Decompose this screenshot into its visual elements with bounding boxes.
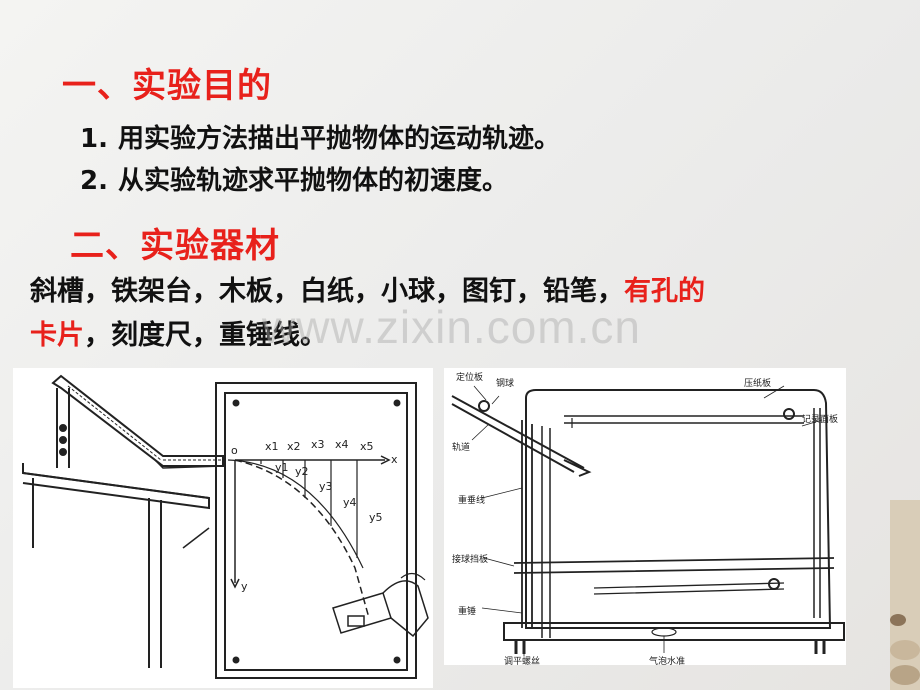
track-label: 轨道: [452, 443, 471, 453]
positioning-plate-label: 定位板: [456, 373, 484, 383]
section2-title: 二、实验器材: [70, 226, 280, 266]
objective-item-2: 2. 从实验轨迹求平抛物体的初速度。: [80, 160, 508, 197]
x4-label: x4: [335, 438, 349, 451]
materials-text: 斜槽，铁架台，木板，白纸，小球，图钉，铅笔，: [30, 276, 624, 307]
apparatus-drawing: [451, 385, 845, 656]
y3-label: y3: [319, 480, 333, 493]
x2-label: x2: [287, 440, 301, 453]
x3-label: x3: [311, 438, 325, 451]
objective-item-2-number: 2.: [80, 166, 108, 196]
leveling-screw-label: 调平螺丝: [504, 657, 541, 667]
objective-item-1: 1. 用实验方法描出平抛物体的运动轨迹。: [80, 118, 560, 155]
press-plate-label: 压纸板: [744, 379, 772, 389]
y4-label: y4: [343, 496, 357, 509]
materials-highlight: 有孔的卡片: [30, 276, 705, 351]
x5-label: x5: [360, 440, 374, 453]
y5-label: y5: [369, 511, 383, 524]
y1-label: y1: [275, 461, 289, 474]
origin-label: o: [231, 444, 238, 457]
trajectory-drawing: [22, 374, 429, 679]
steel-ball-label: 钢球: [496, 379, 515, 389]
objective-item-1-number: 1.: [80, 124, 108, 154]
decorative-scroll: [890, 500, 920, 690]
apparatus-figure: 定位板 钢球 轨道 重垂线 接球挡板 重锤 调平螺丝 压纸板 记录面板 气泡水准: [444, 368, 846, 667]
materials-text-tail: ，刻度尺，重锤线。: [84, 320, 327, 351]
bubble-level-label: 气泡水准: [649, 657, 686, 667]
objective-item-1-text: 用实验方法描出平抛物体的运动轨迹。: [117, 124, 560, 154]
y-axis-label: y: [241, 580, 248, 593]
materials-list: 斜槽，铁架台，木板，白纸，小球，图钉，铅笔，有孔的卡片，刻度尺，重锤线。: [30, 270, 710, 358]
trajectory-figure: o x y x1 x2 x3 x4 x5 y1 y2 y3 y4 y5: [13, 368, 433, 688]
x-axis-label: x: [391, 453, 398, 466]
plumb-line-label: 重垂线: [458, 496, 486, 506]
record-board-label: 记录面板: [802, 415, 839, 425]
section1-title: 一、实验目的: [62, 66, 272, 106]
watermark: www.zixin.com.cn: [262, 301, 641, 353]
x1-label: x1: [265, 440, 279, 453]
catch-plate-label: 接球挡板: [452, 555, 489, 565]
y2-label: y2: [295, 465, 309, 478]
objective-item-2-text: 从实验轨迹求平抛物体的初速度。: [117, 166, 508, 196]
weight-label: 重锤: [458, 607, 477, 617]
